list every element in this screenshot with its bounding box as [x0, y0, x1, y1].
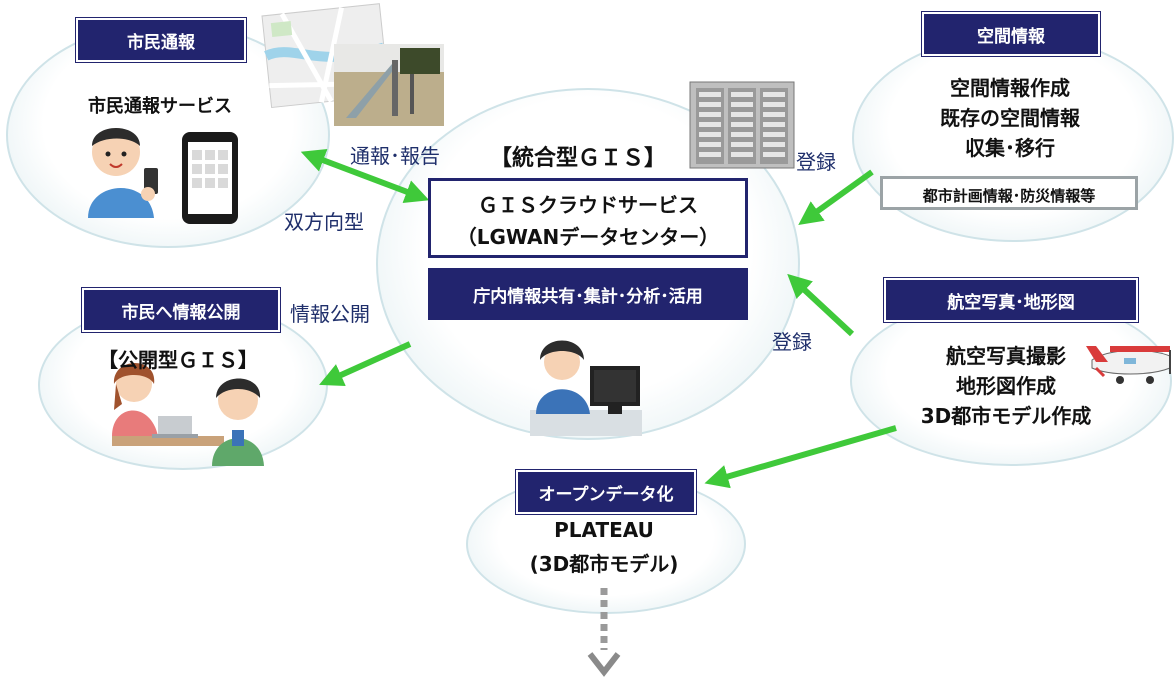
playground-photo-icon — [334, 44, 444, 126]
center-title: 【統合型ＧＩＳ】 — [489, 146, 666, 171]
person-with-phone-icon — [88, 128, 158, 218]
spatial-info-line3: 収集･移行 — [965, 136, 1055, 160]
spatial-info-label: 空間情報 — [922, 12, 1100, 56]
aerial-register-arrow — [787, 273, 855, 337]
info-share-box: 庁内情報共有･集計･分析･活用 — [428, 268, 748, 320]
dotted-down-arrow-icon — [587, 588, 621, 677]
citizen-report-service: 市民通報サービス — [88, 96, 232, 117]
bidirectional-arrow — [300, 149, 430, 203]
airplane-icon — [1086, 346, 1171, 384]
spatial-register-annotation: 登録 — [796, 150, 836, 174]
aerial-label: 航空写真･地形図 — [884, 278, 1138, 322]
cloud-service-line2: （LGWANデータセンター） — [456, 225, 720, 249]
publish-annotation: 情報公開 — [290, 302, 370, 326]
public-disclosure-label: 市民へ情報公開 — [82, 288, 280, 332]
cloud-service-box: ＧＩＳクラウドサービス （LGWANデータセンター） — [428, 178, 748, 258]
report-annotation: 通報･報告 — [350, 144, 440, 168]
smartphone-icon — [182, 132, 238, 224]
public-gis-title: 【公開型ＧＩＳ】 — [98, 348, 258, 372]
cloud-service-line1: ＧＩＳクラウドサービス — [478, 193, 698, 217]
spatial-info-line1: 空間情報作成 — [950, 76, 1070, 100]
aerial-register-annotation: 登録 — [772, 330, 812, 354]
spatial-info-line2: 既存の空間情報 — [940, 106, 1080, 130]
operator-at-pc-icon — [530, 340, 642, 436]
citizen-report-label: 市民通報 — [76, 18, 246, 62]
open-data-arrow — [704, 425, 897, 489]
open-data-line2: (3D都市モデル) — [529, 552, 679, 576]
publish-arrow — [319, 341, 412, 387]
open-data-line1: PLATEAU — [554, 518, 654, 542]
aerial-line2: 地形図作成 — [956, 374, 1056, 398]
family-with-laptop-icon — [112, 363, 264, 466]
bidirectional-annotation: 双方向型 — [284, 210, 364, 234]
server-rack-icon — [689, 81, 795, 169]
spatial-register-arrow — [798, 169, 874, 226]
open-data-label: オープンデータ化 — [516, 470, 696, 514]
aerial-line3: 3D都市モデル作成 — [920, 404, 1092, 428]
spatial-info-subbox: 都市計画情報･防災情報等 — [880, 176, 1138, 210]
aerial-line1: 航空写真撮影 — [946, 344, 1066, 368]
